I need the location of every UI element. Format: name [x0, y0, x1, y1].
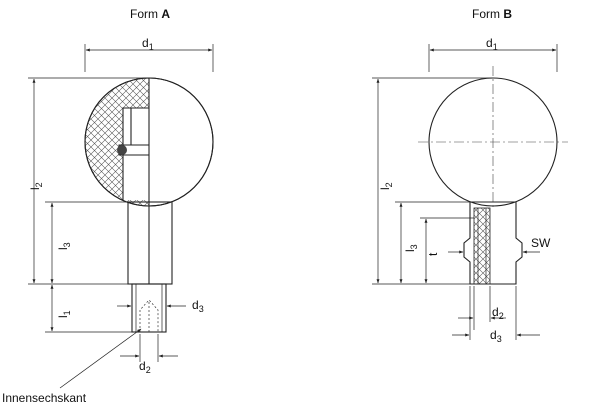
form-a-shank: [127, 201, 173, 285]
form-b-title: Form B: [472, 7, 512, 21]
form-a-title: Form A: [130, 7, 170, 21]
form-a-l2-label: l2: [28, 182, 44, 190]
form-a-l1-label: l1: [56, 310, 72, 318]
form-b-l2-label: l2: [378, 182, 394, 190]
form-b-bore: [473, 207, 491, 285]
form-b-d3-label: d3: [490, 328, 502, 344]
form-a-callout: Innensechskant: [2, 391, 87, 405]
form-a-d3-label: d3: [192, 298, 204, 314]
form-a-drawing: Form A d1 l2: [2, 7, 214, 405]
form-b-sw-label: SW: [531, 236, 551, 250]
form-b-l3-label: l3: [403, 244, 419, 252]
form-b-d2-label: d2: [492, 305, 504, 321]
form-a-d1-label: d1: [142, 36, 154, 52]
form-a-l3-label: l3: [56, 242, 72, 250]
form-a-d2-label: d2: [139, 359, 151, 375]
form-b-drawing: Form B d1 l2 l3 t SW: [372, 7, 568, 344]
form-b-shank: [463, 201, 523, 285]
form-b-d1-label: d1: [486, 36, 498, 52]
form-a-pin: [117, 145, 127, 155]
form-b-t-label: t: [426, 252, 440, 256]
